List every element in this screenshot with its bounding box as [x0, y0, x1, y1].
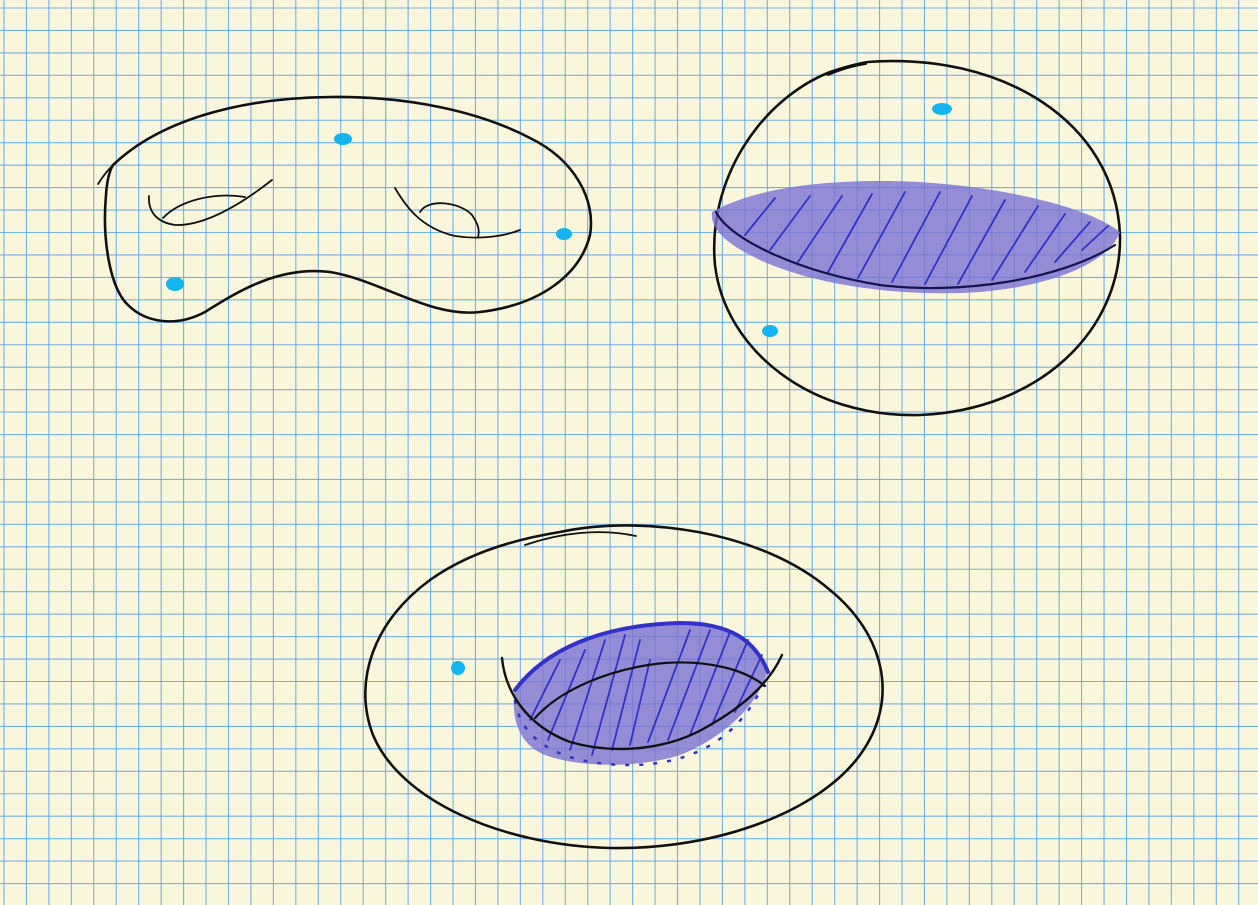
marked-point-dot: [166, 277, 184, 291]
marked-point-dot: [932, 103, 952, 115]
marked-point-dot: [762, 325, 778, 337]
marked-point-dot: [334, 133, 352, 145]
marked-point-dot: [451, 661, 465, 675]
marked-point-dot: [556, 228, 572, 240]
